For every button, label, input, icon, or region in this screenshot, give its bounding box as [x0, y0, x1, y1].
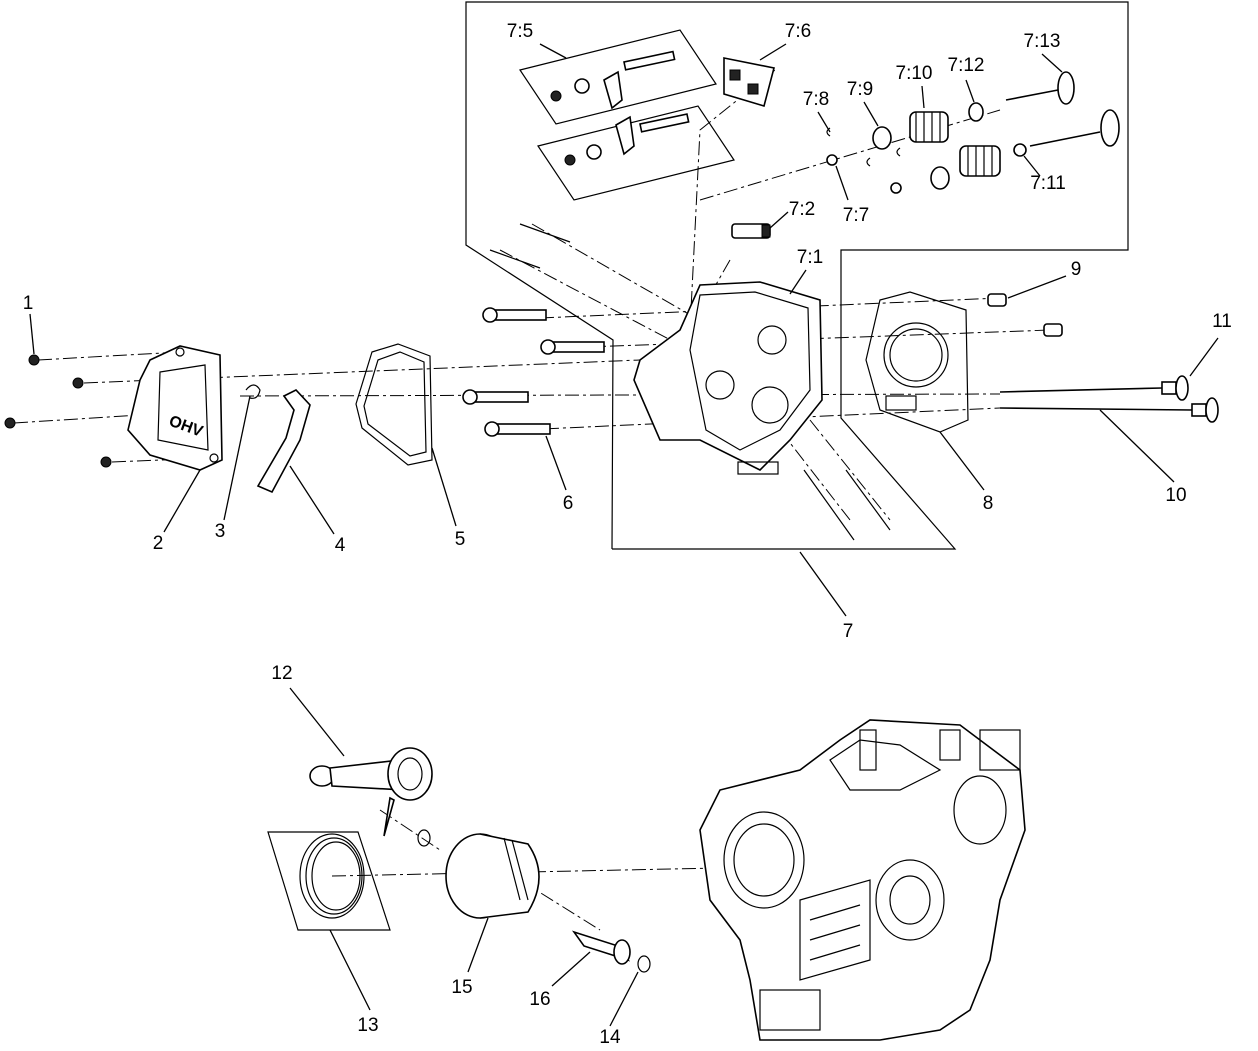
- callout-7-2: 7:2: [789, 199, 815, 220]
- rocker-arm-box-upper: [519, 29, 717, 125]
- rocker-arm-part-7-5[interactable]: [550, 50, 690, 166]
- valve-cover-part-2[interactable]: OHV: [127, 345, 223, 471]
- wrist-pin-clip-part-14[interactable]: [417, 829, 651, 973]
- callout-7-8: 7:8: [803, 89, 829, 110]
- head-studs[interactable]: [489, 223, 891, 541]
- callout-5: 5: [455, 529, 466, 550]
- cylinder-head-part-7-1[interactable]: [633, 281, 823, 475]
- callout-12: 12: [271, 663, 292, 684]
- hose-clip-part-3[interactable]: [245, 384, 261, 399]
- callout-4: 4: [335, 535, 346, 556]
- valve-lifter-part-11[interactable]: [1161, 375, 1219, 423]
- piston-ring-part-13[interactable]: [299, 833, 365, 919]
- head-gasket-part-8[interactable]: [865, 291, 969, 433]
- callout-10: 10: [1165, 485, 1186, 506]
- callout-6: 6: [563, 493, 574, 514]
- callout-9: 9: [1071, 259, 1082, 280]
- callout-1: 1: [23, 293, 34, 314]
- callout-15: 15: [451, 977, 472, 998]
- callout-8: 8: [983, 493, 994, 514]
- callout-13: 13: [357, 1015, 378, 1036]
- callout-16: 16: [529, 989, 550, 1010]
- piston-ring-box: [267, 831, 391, 931]
- piston-part-15[interactable]: [445, 833, 540, 919]
- spring-retainer-part-7-9[interactable]: [872, 126, 950, 190]
- rocker-arm-box-lower: [537, 105, 735, 201]
- callout-2: 2: [153, 533, 164, 554]
- callout-3: 3: [215, 521, 226, 542]
- cover-screw-part-1[interactable]: [4, 354, 112, 468]
- callout-labels: 1 2 3 4 5 6 7 8 9 10 11 12 13 14 15 16 7…: [23, 21, 1232, 1048]
- valve-spring-part-7-10[interactable]: [909, 111, 1001, 177]
- callout-7-9: 7:9: [847, 79, 873, 100]
- callout-7-13: 7:13: [1024, 31, 1061, 52]
- pushrod-guide-plate-part-7-6[interactable]: [723, 57, 775, 108]
- engine-block: [699, 719, 1026, 1041]
- callout-14: 14: [599, 1027, 621, 1048]
- breather-hose-part-4[interactable]: [256, 389, 311, 494]
- callout-7-10: 7:10: [896, 63, 933, 84]
- callout-7-1: 7:1: [797, 247, 823, 268]
- spring-seat-part-7-12[interactable]: [968, 102, 984, 122]
- spark-plug-part-7-2[interactable]: [731, 223, 771, 239]
- dowel-pin-part-9[interactable]: [987, 293, 1063, 337]
- leader-lines: [29, 43, 1219, 1027]
- cover-gasket-part-5[interactable]: [355, 343, 433, 466]
- callout-7-12: 7:12: [948, 55, 985, 76]
- subassembly-7-outline: [465, 1, 1129, 550]
- connecting-rod-part-12[interactable]: [309, 747, 433, 837]
- valve-seal-part-7-7[interactable]: [826, 154, 902, 194]
- callout-7: 7: [843, 621, 854, 642]
- wrist-pin-part-16[interactable]: [571, 930, 631, 965]
- stem-seal-part-7-11[interactable]: [1013, 143, 1027, 157]
- callout-7-7: 7:7: [843, 205, 869, 226]
- head-bolt-part-6[interactable]: [462, 307, 605, 437]
- callout-7-6: 7:6: [785, 21, 811, 42]
- valve-part-7-13[interactable]: [1005, 71, 1120, 147]
- push-rod-part-10[interactable]: [999, 387, 1193, 411]
- valve-keeper-part-7-8[interactable]: [826, 127, 901, 167]
- callout-7-5: 7:5: [507, 21, 533, 42]
- callout-7-11: 7:11: [1030, 173, 1066, 194]
- callout-11: 11: [1212, 311, 1232, 332]
